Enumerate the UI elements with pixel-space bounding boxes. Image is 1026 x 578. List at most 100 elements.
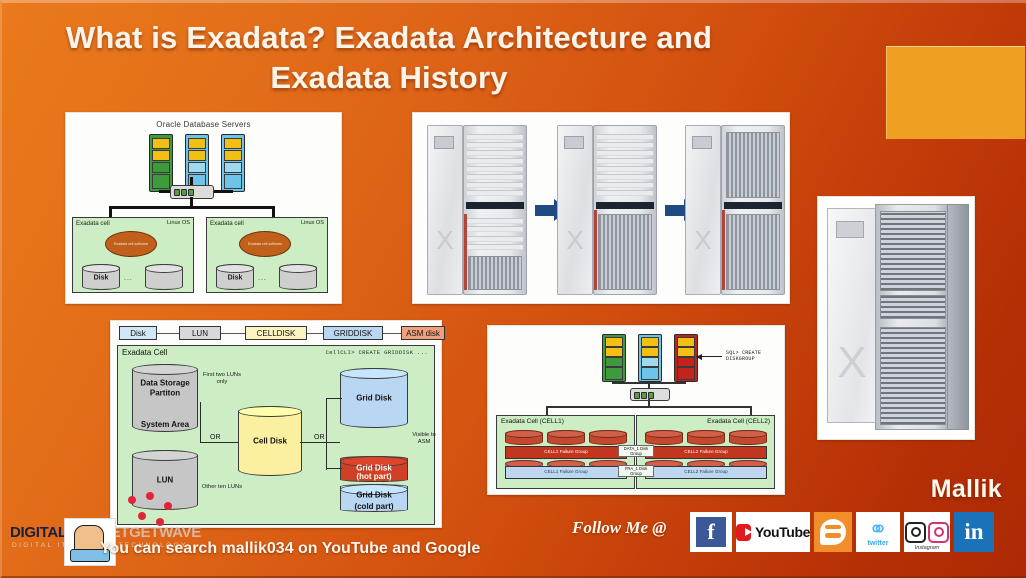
disk-ellipsis-right: ... <box>258 275 267 282</box>
diagram1-heading: Oracle Database Servers <box>156 120 251 129</box>
dg-db-node-red <box>674 334 698 382</box>
disk-cylinder-left-2 <box>144 263 184 290</box>
full-rack-door: X <box>827 208 877 424</box>
youtube-wordmark: YouTube <box>754 524 810 540</box>
note-visible-to-asm: Visible to ASM <box>412 432 436 445</box>
exadata-cell1-panel: Exadata Cell (CELL1) CELL1 Failure Group… <box>496 415 635 489</box>
rack-door-1: X <box>427 125 463 295</box>
watermark-digitalgadgetgetwave: DIGITALGADGETGETWAVE DIGITAL ITEMS AND T… <box>6 492 306 566</box>
cell1-failure-group-red: CELL1 Failure Group <box>505 446 627 459</box>
db-server-node-2 <box>185 134 209 192</box>
storage-chain: Disk LUN CELLDISK GRIDDISK ASM disk <box>117 326 445 342</box>
youtube-icon[interactable]: YouTube <box>736 512 810 552</box>
diskgroup-tag-data: DATA_1 Disk Group <box>618 445 654 457</box>
dg-db-node-green <box>602 334 626 382</box>
chain-chip-asmdisk: ASM disk <box>401 326 445 340</box>
search-callout-text: You can search mallik034 on YouTube and … <box>100 540 481 557</box>
cell-software-label-left: Exadata cell software <box>113 242 149 246</box>
rack-unit-1: X <box>427 125 527 295</box>
rack-x-logo-3: X <box>694 224 712 255</box>
lun-cylinder: LUN <box>132 450 198 510</box>
db-server-node-1 <box>149 134 173 192</box>
diagram-celldisk-griddisk: Disk LUN CELLDISK GRIDDISK ASM disk Exad… <box>110 320 445 528</box>
full-rack-body <box>875 204 951 430</box>
exadata-cell1-title: Exadata Cell (CELL1) <box>501 418 564 425</box>
watermark-dots-decoration <box>124 492 194 532</box>
grid-disk-cold-cylinder: Grid Disk (cold part) <box>340 484 408 512</box>
system-area-label: System Area <box>140 419 190 429</box>
diagram-exadata-full-rack: X <box>817 196 975 440</box>
grid-disk-cold-sublabel: (cold part) <box>354 501 394 511</box>
exadata-cell-right-os: Linux OS <box>300 220 324 226</box>
follow-me-label: Follow Me @ <box>572 518 667 537</box>
grid-disk-label: Grid Disk <box>356 393 392 403</box>
chain-chip-griddisk: GRIDDISK <box>323 326 383 340</box>
twitter-icon[interactable]: ⚭ twitter <box>856 512 900 552</box>
full-rack-side-panel <box>947 204 969 430</box>
chain-chip-lun: LUN <box>179 326 221 340</box>
data-storage-partition-cylinder: Data Storage Partiton System Area <box>132 364 198 432</box>
lun-label: LUN <box>156 475 174 485</box>
data-storage-partition-label: Data Storage Partiton <box>140 378 190 398</box>
exadata-cell2-panel: Exadata Cell (CELL2) CELL2 Failure Group… <box>636 415 775 489</box>
cell-disk-label: Cell Disk <box>253 436 287 446</box>
blogger-glyph <box>820 519 846 545</box>
blogger-icon[interactable] <box>814 512 852 552</box>
instagram-glyph-pink <box>928 521 949 543</box>
grid-disk-hot-sublabel: (hot part) <box>356 471 392 481</box>
rack-unit-2: X <box>557 125 657 295</box>
rack-door-3: X <box>685 125 721 295</box>
db-server-node-3 <box>221 134 245 192</box>
rack-body-3 <box>721 125 785 295</box>
grid-disk-cold-label: Grid Disk <box>356 491 392 501</box>
full-rack-x-logo: X <box>837 338 867 388</box>
cell-software-label-right: Exadata cell software <box>247 242 283 246</box>
cell2-failure-group-red: CELL2 Failure Group <box>645 446 767 459</box>
exadata-cell-left: Exadata cell Linux OS Exadata cell softw… <box>72 217 194 293</box>
social-links-bar[interactable]: f YouTube ⚭ twitter Instagram in <box>690 512 994 552</box>
rack-door-plate-2 <box>564 136 584 149</box>
dg-db-node-blue <box>638 334 662 382</box>
disk-label-right: Disk <box>227 274 243 282</box>
chain-chip-celldisk: CELLDISK <box>245 326 307 340</box>
or-label-left: OR <box>210 434 221 441</box>
rack-body-1 <box>463 125 527 295</box>
linkedin-icon[interactable]: in <box>954 512 994 552</box>
chain-chip-disk: Disk <box>119 326 157 340</box>
note-other-ten-luns: Other ten LUNs <box>201 484 243 490</box>
facebook-icon[interactable]: f <box>690 512 732 552</box>
rack-x-logo-2: X <box>566 224 584 255</box>
cell-software-ellipse-right: Exadata cell software <box>239 231 291 257</box>
diagram-exadata-history-racks: X <box>412 112 790 304</box>
linkedin-glyph: in <box>964 519 984 544</box>
grid-disk-hot-label: Grid Disk <box>356 463 392 473</box>
exadata-cell2-title: Exadata Cell (CELL2) <box>707 418 770 425</box>
diskgroup-tag-fra: FRA_1 Disk Group <box>618 465 654 477</box>
wire-horizontal-bus <box>109 206 274 209</box>
watermark-wordmark-a: DIGITAL <box>10 524 67 541</box>
accent-block <box>886 46 1025 139</box>
rack-body-2 <box>593 125 657 295</box>
wire-drop-left <box>109 206 112 218</box>
page-title: What is Exadata? Exadata Architecture an… <box>65 20 713 95</box>
twitter-bird-glyph: ⚭ <box>868 515 888 542</box>
instagram-icon[interactable]: Instagram <box>904 512 950 552</box>
exadata-cell-right-title: Exadata cell <box>210 220 244 227</box>
wire-below-switch <box>190 197 193 207</box>
disk-cylinder-right-1: Disk <box>215 263 255 290</box>
rack-door-plate-3 <box>692 136 712 149</box>
disk-ellipsis-left: ... <box>124 275 133 282</box>
disk-label-left: Disk <box>93 274 109 282</box>
rack-x-logo-1: X <box>436 224 454 255</box>
exadata-cell-title: Exadata Cell <box>122 348 168 357</box>
diagram-oracle-database-servers: Oracle Database Servers Exadata cell Lin… <box>65 112 342 304</box>
exadata-cell-container: Exadata Cell CellCLI> CREATE GRIDDISK ..… <box>117 345 436 525</box>
or-label-right: OR <box>314 434 325 441</box>
full-rack-door-plate <box>836 221 864 238</box>
rack-door-2: X <box>557 125 593 295</box>
twitter-wordmark: twitter <box>867 539 889 547</box>
rack-unit-3: X <box>685 125 785 295</box>
cell-software-ellipse-left: Exadata cell software <box>105 231 157 257</box>
cell1-failure-group-blue: CELL1 Failure Group <box>505 466 627 479</box>
